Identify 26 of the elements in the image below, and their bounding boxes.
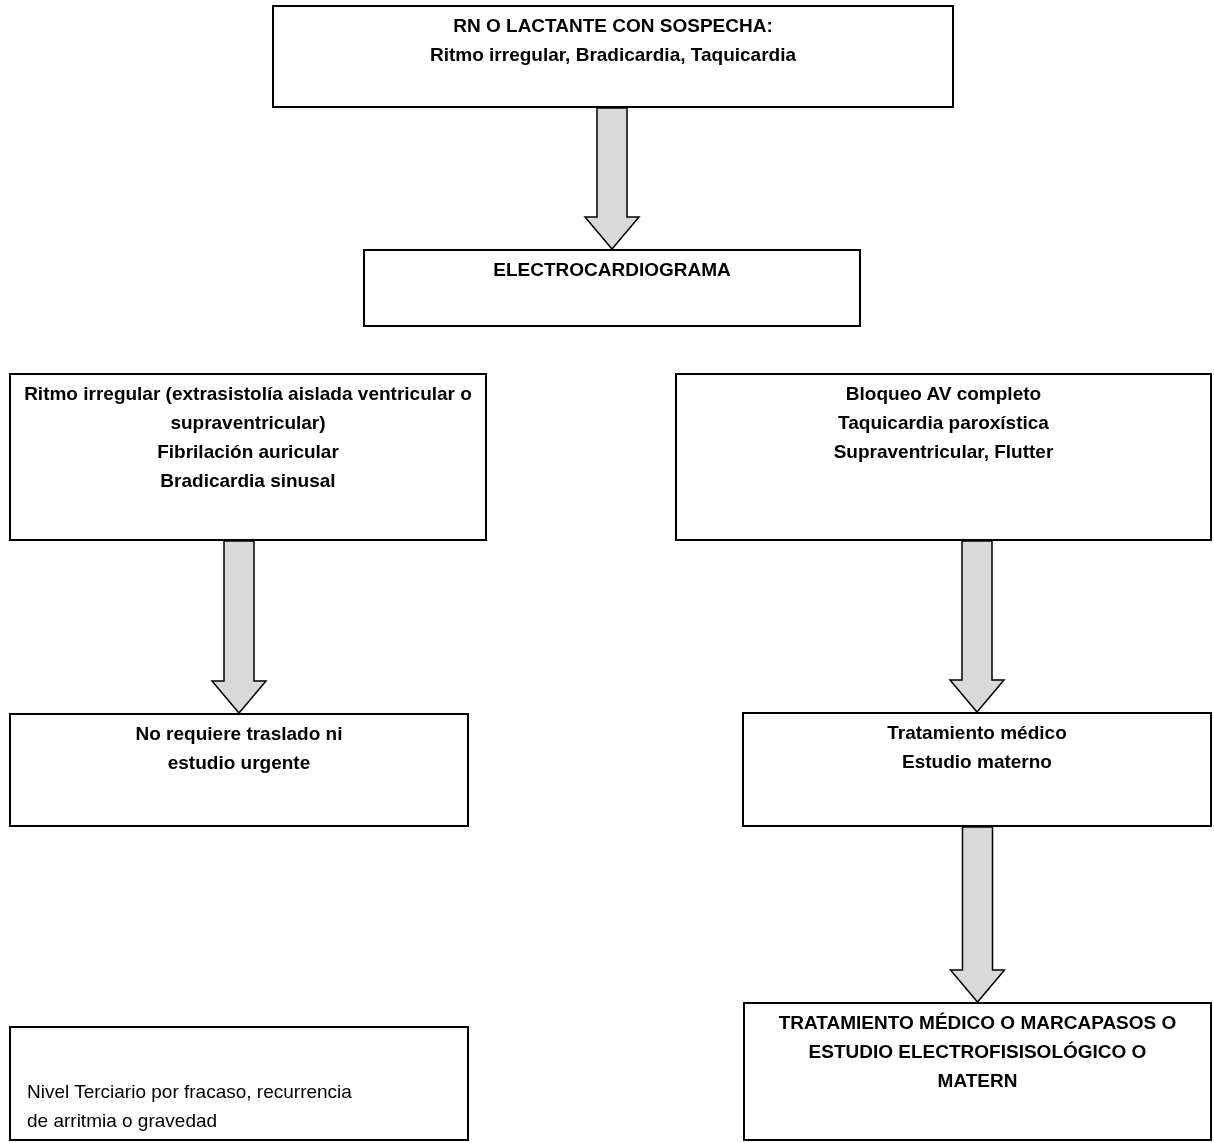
process-box — [742, 712, 1212, 827]
box-text: Bradicardia sinusal — [160, 469, 336, 493]
box-text: No requiere traslado ni estudio urgente — [134, 722, 344, 775]
process-box — [675, 373, 1212, 541]
box-text: Nivel Terciario por fracaso, recurrencia de arritmia o gravedad — [27, 1080, 353, 1133]
block-arrow — [948, 826, 1007, 1004]
block-arrow — [948, 540, 1006, 714]
box-text: Bloqueo AV completo — [845, 382, 1042, 406]
box-text: Taquicardia paroxística — [838, 411, 1049, 435]
box-text: Supraventricular, Flutter — [833, 440, 1054, 464]
process-box — [9, 1026, 469, 1141]
box-text: Ritmo irregular, Bradicardia, Taquicardia — [429, 43, 796, 67]
process-box — [9, 713, 469, 827]
box-text: Estudio materno — [902, 750, 1052, 774]
process-box — [363, 249, 861, 327]
box-text: ELECTROCARDIOGRAMA — [493, 258, 731, 282]
box-text: TRATAMIENTO MÉDICO O MARCAPASOS O ESTUDIO ELECTROFISISOLÓGICO O MATERN — [777, 1011, 1178, 1093]
box-text: Fibrilación auricular — [157, 440, 339, 464]
block-arrow — [210, 540, 268, 715]
process-box — [9, 373, 487, 541]
box-text: Ritmo irregular (extrasistolía aislada ventricular o supraventricular) — [23, 382, 473, 435]
process-box — [743, 1002, 1212, 1141]
process-box — [272, 5, 954, 108]
box-text: RN O LACTANTE CON SOSPECHA: — [453, 14, 773, 38]
box-text: Tratamiento médico — [887, 721, 1067, 745]
block-arrow — [583, 107, 641, 251]
